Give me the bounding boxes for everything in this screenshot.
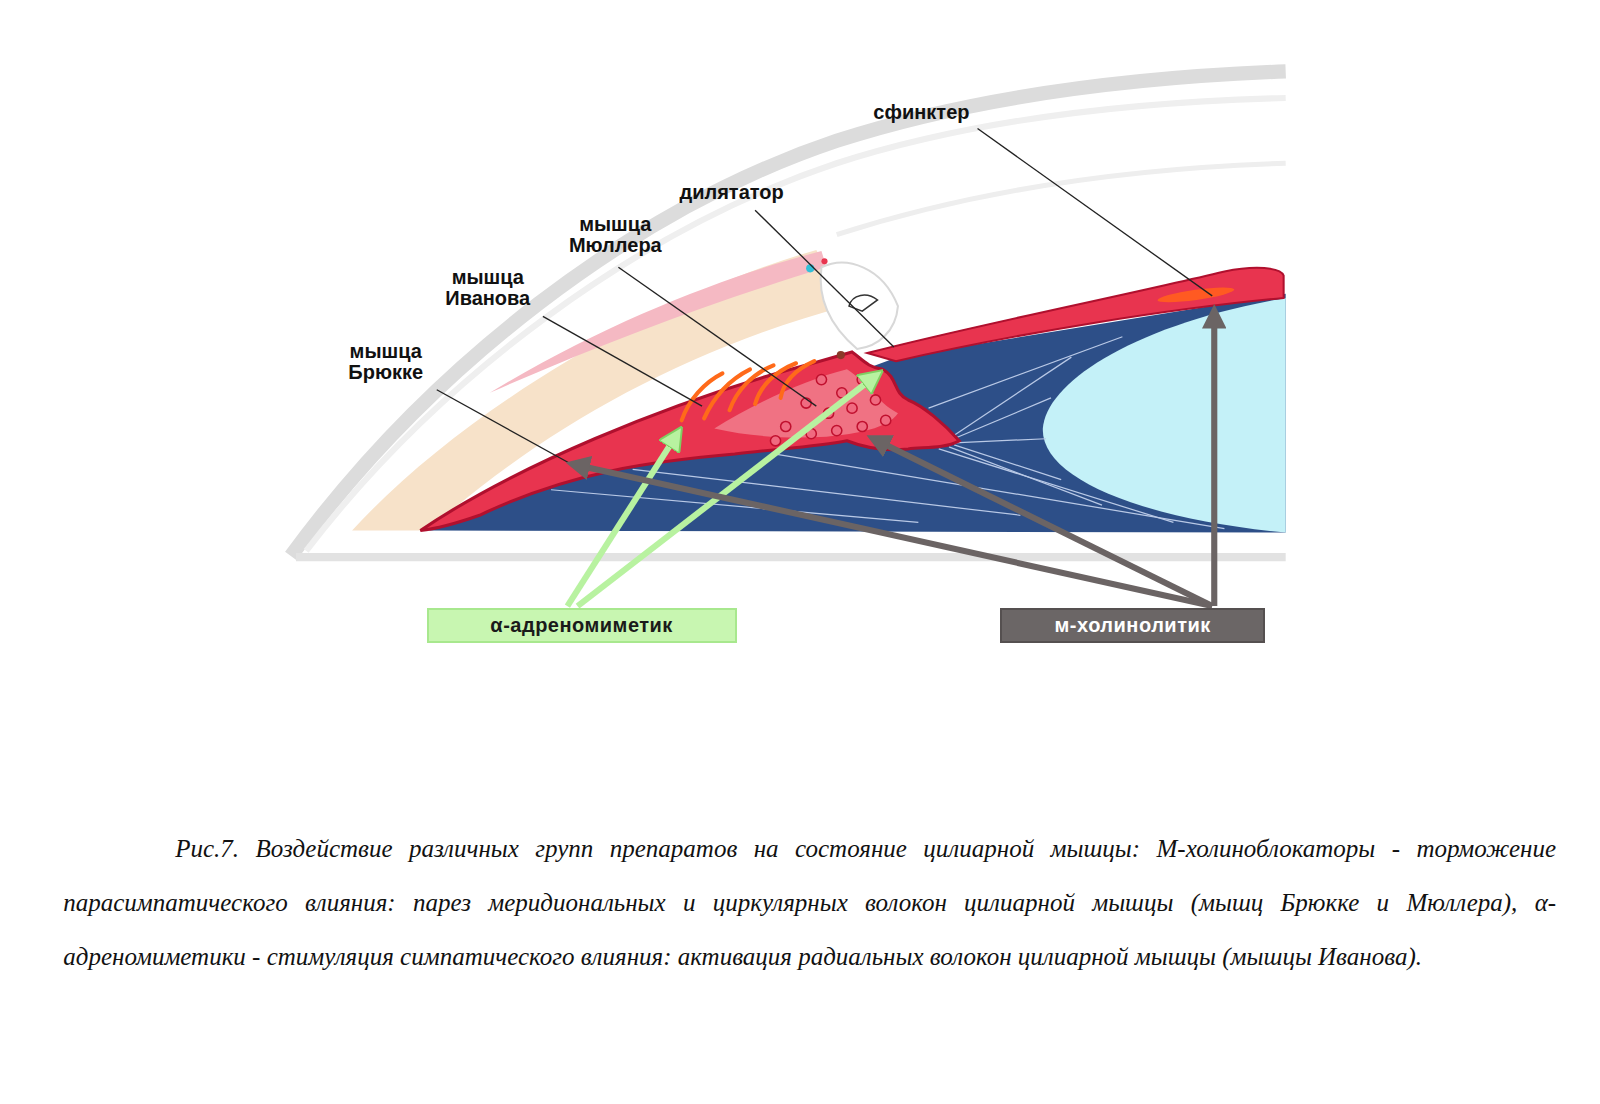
box-label: α-адреномиметик (490, 614, 673, 637)
iris (867, 268, 1283, 361)
episclera (490, 251, 827, 393)
drug-box: м-холинолитик (1000, 608, 1265, 643)
schlemm-canal (849, 295, 878, 311)
chamber-angle (821, 263, 898, 349)
cornea-edge (837, 163, 1286, 234)
box-label: м-холинолитик (1055, 614, 1211, 637)
vessel-dot (821, 258, 827, 264)
drug-box: α-адреномиметик (427, 608, 737, 643)
part-label: сфинктер (873, 102, 969, 123)
sclera-outline (291, 71, 1286, 556)
sclera-inner (306, 98, 1286, 551)
vessel-dot (806, 264, 814, 272)
sphincter-muscle (1157, 284, 1235, 305)
part-label: мышца Иванова (445, 267, 530, 309)
part-label: мышца Мюллера (569, 214, 662, 256)
part-label: мышца Брюкке (348, 341, 423, 383)
vessel-dot (837, 351, 845, 359)
part-label: дилятатор (680, 182, 784, 203)
section-edge (296, 553, 1286, 561)
lens (1043, 298, 1286, 533)
alpha-arrows (567, 378, 873, 607)
figure-caption: Рис.7. Воздействие различных групп препа… (63, 822, 1556, 984)
m-arrows (578, 316, 1215, 606)
